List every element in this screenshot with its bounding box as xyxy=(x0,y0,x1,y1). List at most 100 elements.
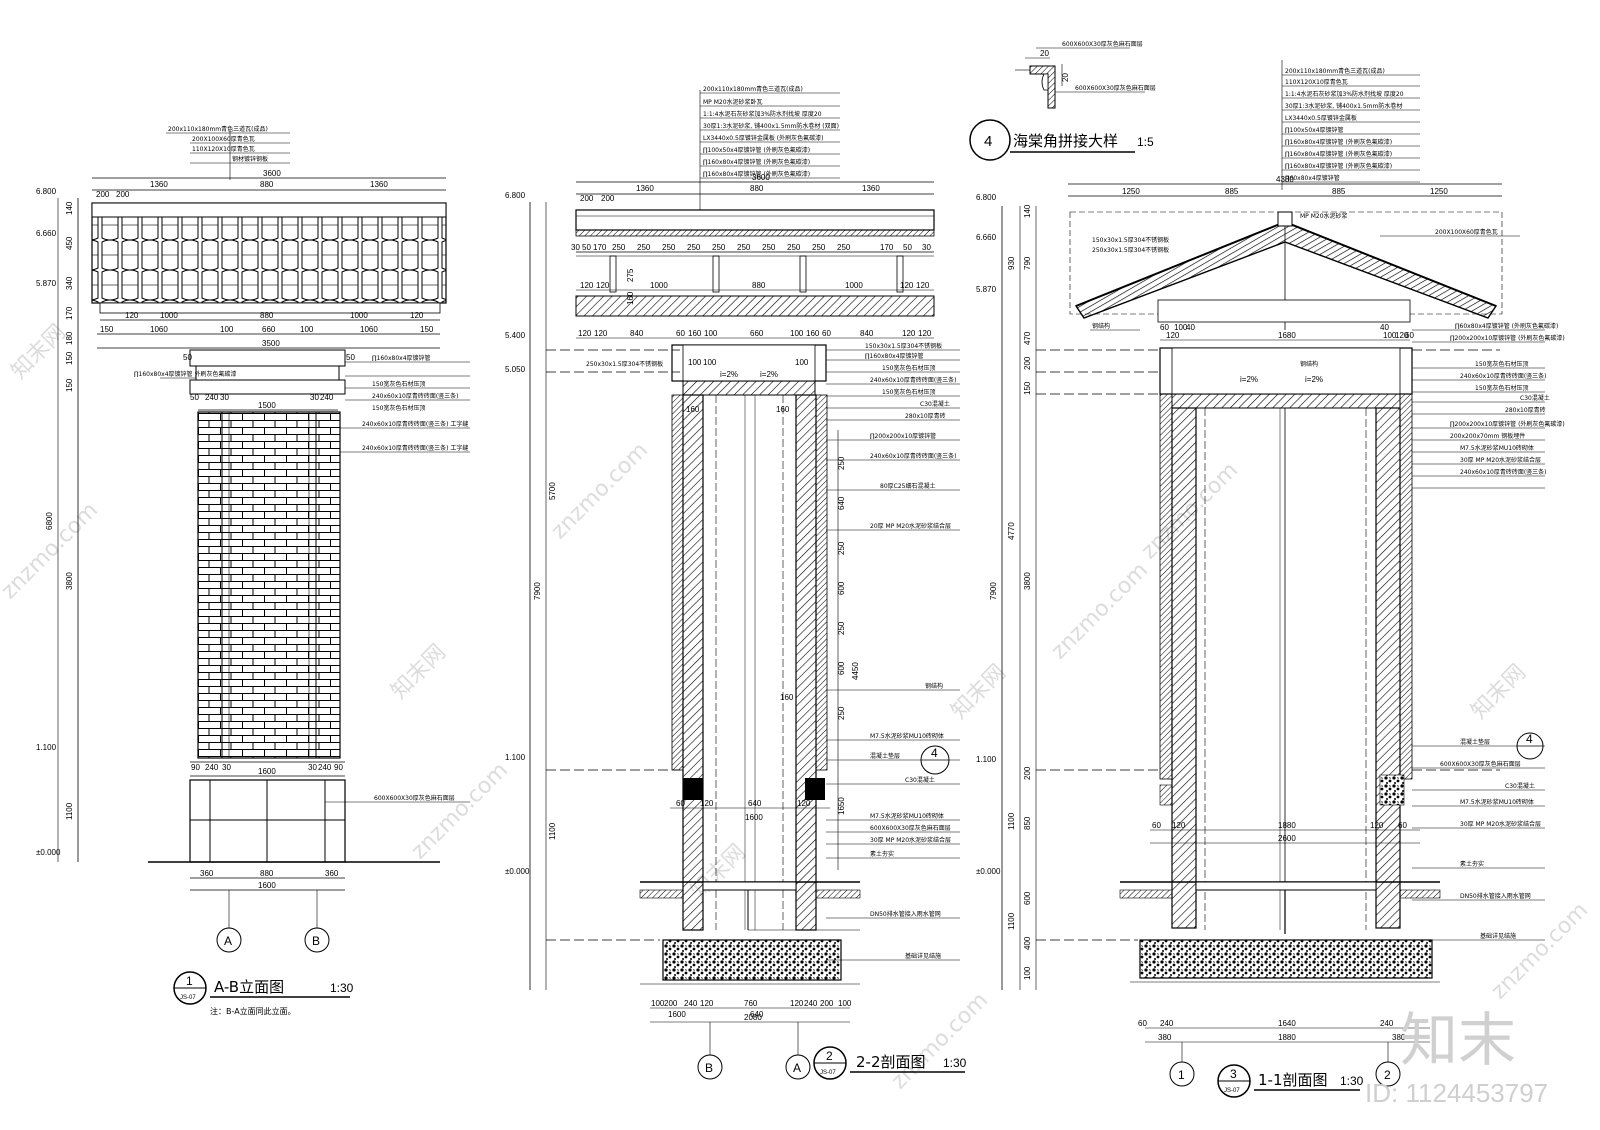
view-note: 注：B-A立面同此立面。 xyxy=(210,1006,296,1016)
svg-text:240: 240 xyxy=(684,999,698,1008)
title-number: 4 xyxy=(984,133,992,150)
dim: 1600 xyxy=(258,881,276,890)
note: ∏160x80x4厚镀锌管 xyxy=(372,354,431,362)
svg-text:DN50排水管接入雨水管网: DN50排水管接入雨水管网 xyxy=(1460,892,1531,900)
sheet-number: JS-07 xyxy=(1224,1088,1240,1094)
svg-text:240x60x10厚青砖砖面(竖三条): 240x60x10厚青砖砖面(竖三条) xyxy=(1460,468,1547,476)
svg-text:混凝土垫层: 混凝土垫层 xyxy=(870,752,900,760)
callout-number: 4 xyxy=(1526,732,1533,746)
svg-text:30厚 MP M20水泥砂浆结合层: 30厚 MP M20水泥砂浆结合层 xyxy=(1460,456,1541,464)
watermark-text: 知末网 xyxy=(387,640,451,704)
callout-number: 4 xyxy=(931,746,938,760)
note: 200x110x180mm青色三道瓦(成品) xyxy=(168,125,268,133)
dim: 120 xyxy=(125,311,139,320)
note: 600X600X30厚灰色麻石面层 xyxy=(374,794,455,802)
svg-text:120: 120 xyxy=(578,329,592,338)
dim-1360: 1360 xyxy=(150,180,168,189)
svg-text:240: 240 xyxy=(1160,1019,1174,1028)
dim: 880 xyxy=(750,184,764,193)
svg-text:4770: 4770 xyxy=(1007,522,1016,540)
svg-text:∏60x80x4厚镀锌管 (外刷灰色氟碳漆): ∏60x80x4厚镀锌管 (外刷灰色氟碳漆) xyxy=(1455,322,1558,330)
svg-text:40: 40 xyxy=(1380,323,1389,332)
axis-b-label: B xyxy=(312,934,320,948)
dim: 20 xyxy=(1040,49,1049,58)
note: 1:1:4水泥石灰砂浆加3%防水剂找坡 厚度20 xyxy=(703,110,822,118)
svg-text:100: 100 xyxy=(1383,331,1397,340)
dim: 880 xyxy=(752,281,766,290)
dim: 150 xyxy=(65,378,74,392)
svg-text:100: 100 xyxy=(1023,966,1032,980)
level: 6.800 xyxy=(505,191,526,200)
watermark-text: znzmo.com xyxy=(1047,558,1153,664)
watermark-logo: 知末 xyxy=(1400,1006,1516,1074)
note: ∏100x50x4厚镀锌管 (外刷灰色氟碳漆) xyxy=(703,146,810,154)
svg-text:170: 170 xyxy=(593,243,607,252)
watermark-text: 知末网 xyxy=(1467,660,1531,724)
right-notes: 200X100X60厚青色瓦 ∏60x80x4厚镀锌管 (外刷灰色氟碳漆) ∏2… xyxy=(1435,228,1565,940)
svg-text:200: 200 xyxy=(664,999,678,1008)
svg-text:∏60x80x4厚镀锌管: ∏60x80x4厚镀锌管 xyxy=(1285,174,1340,182)
svg-text:250: 250 xyxy=(737,243,751,252)
svg-text:120: 120 xyxy=(1395,331,1409,340)
svg-text:4450: 4450 xyxy=(851,662,860,680)
axis-a-label: A xyxy=(793,1061,801,1075)
level: 1.100 xyxy=(36,743,57,752)
svg-text:240: 240 xyxy=(804,999,818,1008)
svg-text:150宽灰色石材压顶: 150宽灰色石材压顶 xyxy=(882,388,935,396)
dim: 240 xyxy=(318,763,332,772)
svg-text:钢结构: 钢结构 xyxy=(925,682,943,690)
watermark-brand: 知末 ID: 1124453797 xyxy=(1365,1006,1548,1108)
dim: 100 xyxy=(703,358,717,367)
dim: 4380 xyxy=(1276,175,1294,184)
note: 200x110x180mm青色三道瓦(成品) xyxy=(703,85,803,93)
svg-text:160: 160 xyxy=(688,329,702,338)
svg-text:素土夯实: 素土夯实 xyxy=(870,850,894,858)
dim: 880 xyxy=(260,869,274,878)
view-scale: 1:5 xyxy=(1137,135,1154,149)
title-number: 1 xyxy=(186,974,193,988)
view-title: A-B立面图 xyxy=(214,978,284,996)
svg-text:60: 60 xyxy=(1398,821,1407,830)
svg-text:素土夯实: 素土夯实 xyxy=(1460,860,1484,868)
note: 30厚1:3水泥砂浆, 铺400x1.5mm防水卷材 (双面) xyxy=(703,122,839,130)
note: 150宽灰色石材压顶 xyxy=(372,404,425,412)
wall-left xyxy=(682,394,704,931)
section-view-2: 200x110x180mm青色三道瓦(成品) MP M20水泥砂浆卧瓦 1:1:… xyxy=(505,85,967,1080)
axis-2-label: 2 xyxy=(1384,1068,1391,1082)
svg-text:600: 600 xyxy=(837,581,846,595)
svg-text:200: 200 xyxy=(820,999,834,1008)
svg-text:7900: 7900 xyxy=(989,582,998,600)
dim: 1100 xyxy=(548,822,557,840)
dim: 100 xyxy=(220,325,234,334)
dim: 180 xyxy=(65,331,74,345)
watermark-text: 知末网 xyxy=(7,320,71,384)
dim: 50 xyxy=(346,353,355,362)
note: 150宽灰色石材压顶 xyxy=(372,380,425,388)
dim: 1500 xyxy=(258,401,276,410)
svg-text:120: 120 xyxy=(594,329,608,338)
svg-text:2600: 2600 xyxy=(1278,834,1296,843)
dim-200: 200 xyxy=(96,190,110,199)
svg-text:240x60x10厚青砖砖面(竖三条): 240x60x10厚青砖砖面(竖三条) xyxy=(870,376,957,384)
svg-text:250: 250 xyxy=(837,621,846,635)
note: MP M20水泥砂浆卧瓦 xyxy=(703,98,763,106)
note: 240x60x10厚青砖砖面(竖三条) 工字缝 xyxy=(362,444,468,452)
note: 600X600X30厚灰色麻石面层 xyxy=(1075,84,1156,92)
svg-text:M7.5水泥砂浆MU10砖砌体: M7.5水泥砂浆MU10砖砌体 xyxy=(1460,444,1534,452)
svg-text:150宽灰色石材压顶: 150宽灰色石材压顶 xyxy=(882,364,935,372)
note: 钢结构 xyxy=(1092,322,1110,330)
note: 600X600X30厚灰色麻石面层 xyxy=(1062,40,1143,48)
svg-text:混凝土垫层: 混凝土垫层 xyxy=(1460,738,1490,746)
svg-text:∏100x50x4厚镀锌管: ∏100x50x4厚镀锌管 xyxy=(1285,126,1344,134)
watermark-text: znzmo.com xyxy=(547,438,653,544)
note: 150x30x1.5厚304不锈钢板 xyxy=(1092,236,1169,244)
svg-text:30厚 MP M20水泥砂浆结合层: 30厚 MP M20水泥砂浆结合层 xyxy=(1460,820,1541,828)
svg-text:1650: 1650 xyxy=(837,797,846,815)
svg-text:200x200x70mm 钢板埋件: 200x200x70mm 钢板埋件 xyxy=(1450,432,1525,440)
svg-text:DN50排水管接入雨水管网: DN50排水管接入雨水管网 xyxy=(870,910,941,918)
dim: 120 xyxy=(700,799,714,808)
axis-b-label: B xyxy=(705,1061,713,1075)
note: 240x60x10厚青砖砖面(竖三条) xyxy=(372,392,459,400)
svg-text:1680: 1680 xyxy=(1278,331,1296,340)
